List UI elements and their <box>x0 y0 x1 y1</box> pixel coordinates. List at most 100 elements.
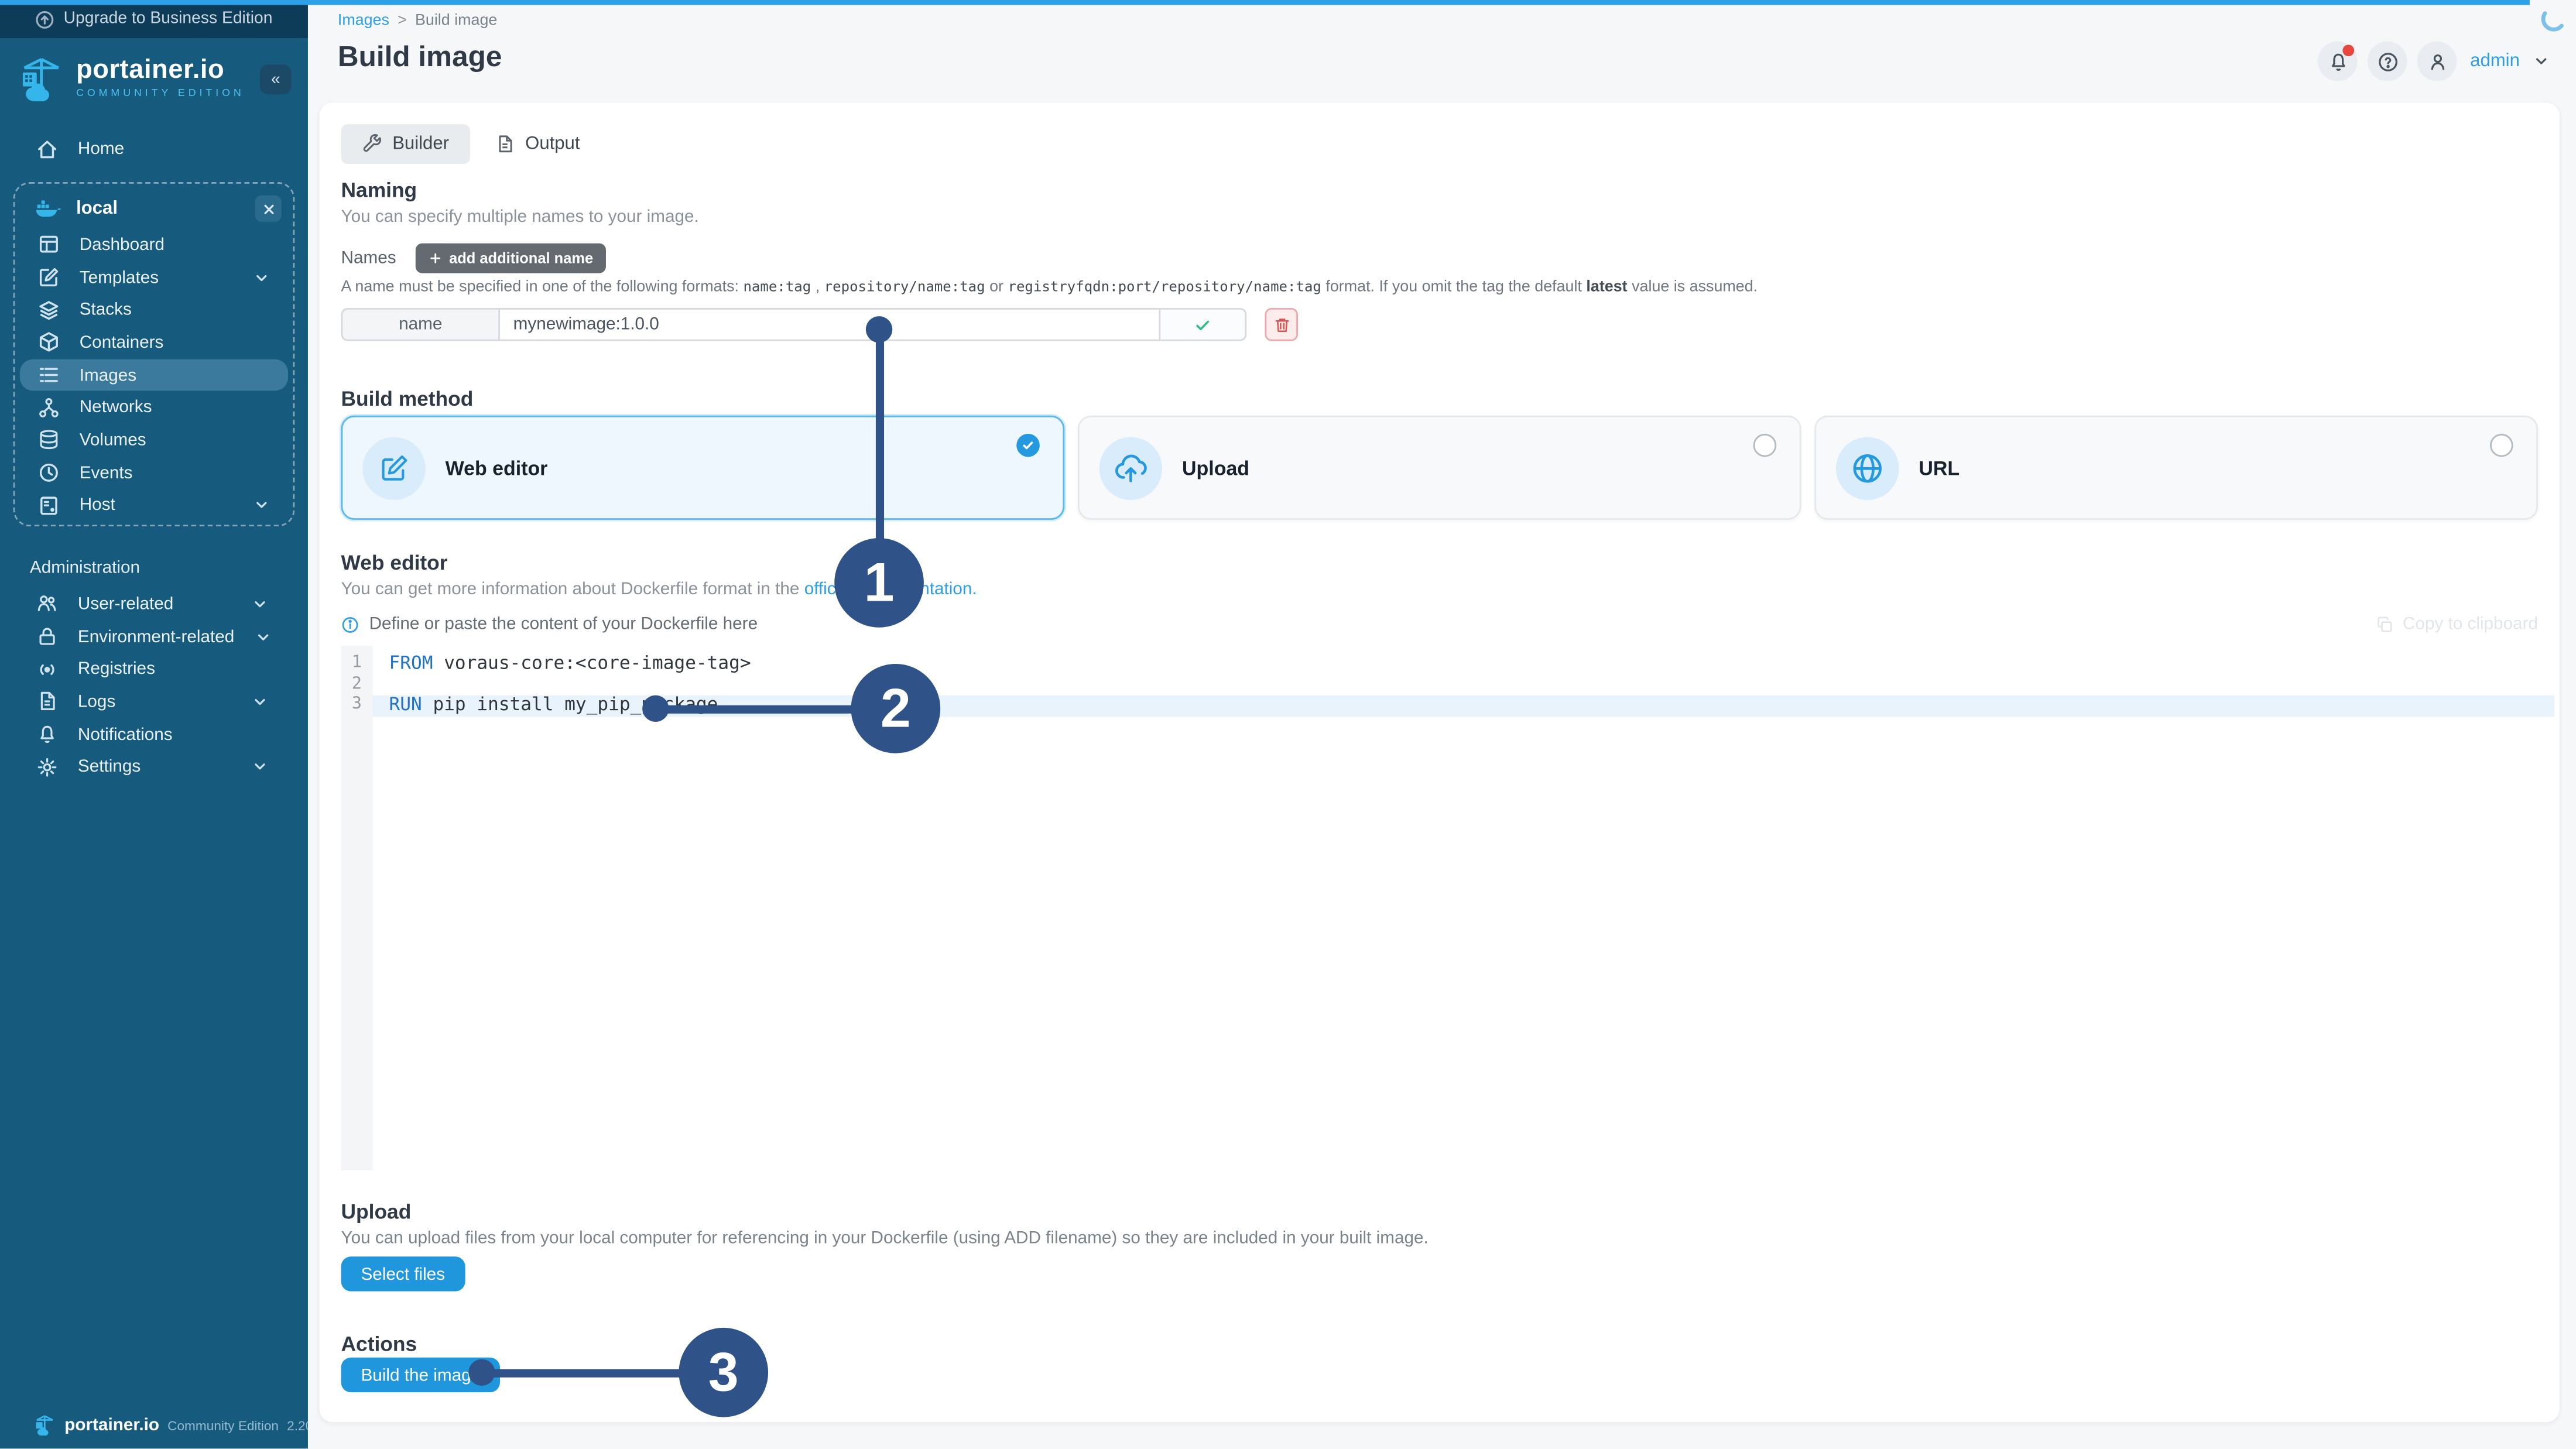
chevron-down-icon[interactable] <box>2533 53 2550 69</box>
environment-close-button[interactable] <box>255 195 282 222</box>
select-files-button[interactable]: Select files <box>341 1256 465 1292</box>
tab-bar: Builder Output <box>341 124 602 164</box>
tab-output[interactable]: Output <box>474 124 601 164</box>
code-line: FROM voraus-core:<core-image-tag> <box>372 653 2554 674</box>
url-icon-circle <box>1836 436 1899 499</box>
pencil-square-icon <box>382 454 407 480</box>
sidebar-item-templates[interactable]: Templates <box>15 261 293 294</box>
format-text: value is assumed. <box>1632 278 1758 297</box>
user-menu-button[interactable] <box>2417 41 2457 81</box>
sidebar-item-logs[interactable]: Logs <box>0 686 308 718</box>
sidebar-item-label: Templates <box>79 267 159 287</box>
build-method-heading: Build method <box>341 387 474 411</box>
build-method-upload[interactable]: Upload <box>1077 415 1801 520</box>
arrow-up-circle-icon <box>36 10 54 28</box>
editor-gutter: 1 2 3 <box>341 645 373 1171</box>
image-name-input[interactable] <box>499 307 1161 341</box>
build-method-url[interactable]: URL <box>1814 415 2539 520</box>
format-text: , <box>815 278 820 297</box>
footer-brand: portainer.io <box>64 1415 159 1436</box>
network-icon <box>39 398 59 417</box>
upgrade-banner-label: Upgrade to Business Edition <box>63 9 273 29</box>
info-circle-icon <box>342 616 358 632</box>
selected-check-icon <box>1016 433 1040 457</box>
sidebar-item-label: Stacks <box>79 300 132 320</box>
sidebar-item-label: Networks <box>79 398 152 418</box>
environment-header[interactable]: local <box>15 189 293 228</box>
chevron-down-icon <box>256 502 267 509</box>
line-number: 2 <box>351 674 362 693</box>
administration-section-title: Administration <box>29 557 141 578</box>
sidebar-item-host[interactable]: Host <box>15 489 293 522</box>
add-additional-name-button[interactable]: add additional name <box>416 243 607 273</box>
sidebar-item-dashboard[interactable]: Dashboard <box>15 228 293 261</box>
sidebar-item-settings[interactable]: Settings <box>0 751 308 783</box>
tab-builder[interactable]: Builder <box>341 124 471 164</box>
wrench-icon <box>363 134 381 152</box>
sidebar-item-containers[interactable]: Containers <box>15 326 293 359</box>
chevron-down-icon <box>256 274 267 280</box>
copy-to-clipboard-button[interactable]: Copy to clipboard <box>2376 614 2538 634</box>
gear-icon <box>37 758 57 776</box>
database-icon <box>40 430 58 450</box>
radio-unselected-icon <box>2490 433 2513 457</box>
dockerfile-editor[interactable]: 1 2 3 FROM voraus-core:<core-image-tag> … <box>341 645 2555 1171</box>
brand-text: portainer.io COMMUNITY EDITION <box>76 57 245 101</box>
name-field-label: name <box>341 307 500 341</box>
upgrade-banner[interactable]: Upgrade to Business Edition <box>0 0 308 39</box>
footer-version: 2.20.1 <box>287 1418 308 1433</box>
copy-icon <box>2378 616 2393 632</box>
sidebar-item-images[interactable]: Images <box>19 358 289 392</box>
chevron-down-icon <box>255 698 265 705</box>
breadcrumb: Images > Build image <box>338 12 497 30</box>
sidebar-item-stacks[interactable]: Stacks <box>15 294 293 327</box>
plus-icon <box>430 253 441 263</box>
sidebar-item-registries[interactable]: Registries <box>0 653 308 686</box>
sidebar-item-environment-related[interactable]: Environment-related <box>0 621 308 653</box>
build-method-web-editor[interactable]: Web editor <box>341 415 1065 520</box>
sidebar-item-networks[interactable]: Networks <box>15 392 293 424</box>
sidebar-item-label: Registries <box>77 659 155 680</box>
host-icon <box>40 496 57 515</box>
home-icon <box>38 139 57 157</box>
line-number: 1 <box>351 653 362 673</box>
tab-label: Output <box>525 134 580 154</box>
sidebar-item-user-related[interactable]: User-related <box>0 588 308 621</box>
brand-edition: COMMUNITY EDITION <box>76 88 245 100</box>
brand-name: portainer.io <box>76 57 225 85</box>
callout-3-line <box>481 1368 724 1377</box>
sidebar-collapse-button[interactable]: « <box>259 64 292 95</box>
portainer-logo-icon <box>36 1415 53 1436</box>
globe-icon <box>1853 453 1882 482</box>
breadcrumb-images-link[interactable]: Images <box>337 11 389 30</box>
users-icon <box>37 596 56 612</box>
sidebar-item-volumes[interactable]: Volumes <box>15 424 293 457</box>
copy-to-clipboard-label: Copy to clipboard <box>2402 614 2539 635</box>
name-format-help: A name must be specified in one of the f… <box>341 278 1758 296</box>
chevron-down-icon <box>255 763 265 770</box>
sidebar-item-home[interactable]: Home <box>0 132 308 166</box>
layers-icon <box>39 300 59 320</box>
actions-heading: Actions <box>341 1332 417 1356</box>
callout-3-anchor <box>468 1359 495 1386</box>
callout-2-anchor <box>642 695 669 722</box>
notifications-button[interactable] <box>2318 41 2358 81</box>
question-icon <box>2378 52 2397 71</box>
build-method-options: Web editor Upload URL <box>341 415 2539 520</box>
sidebar-item-label: Home <box>77 139 125 159</box>
callout-1-anchor <box>865 316 893 343</box>
header-actions: admin <box>2318 41 2550 81</box>
callout-2-badge: 2 <box>851 663 941 753</box>
username[interactable]: admin <box>2470 51 2520 71</box>
sidebar-item-events[interactable]: Events <box>15 457 293 489</box>
help-button[interactable] <box>2367 41 2407 81</box>
callout-1-line <box>875 329 883 583</box>
format-text: format. If you omit the tag the default <box>1325 278 1582 297</box>
administration-list: User-related Environment-related Registr… <box>0 588 308 783</box>
sidebar-item-label: Settings <box>77 757 141 777</box>
sidebar-item-label: Host <box>79 495 115 516</box>
image-name-row: name <box>341 307 1298 341</box>
remove-name-button[interactable] <box>1265 307 1298 341</box>
sidebar-item-label: Volumes <box>79 430 146 451</box>
sidebar-item-notifications[interactable]: Notifications <box>0 718 308 751</box>
